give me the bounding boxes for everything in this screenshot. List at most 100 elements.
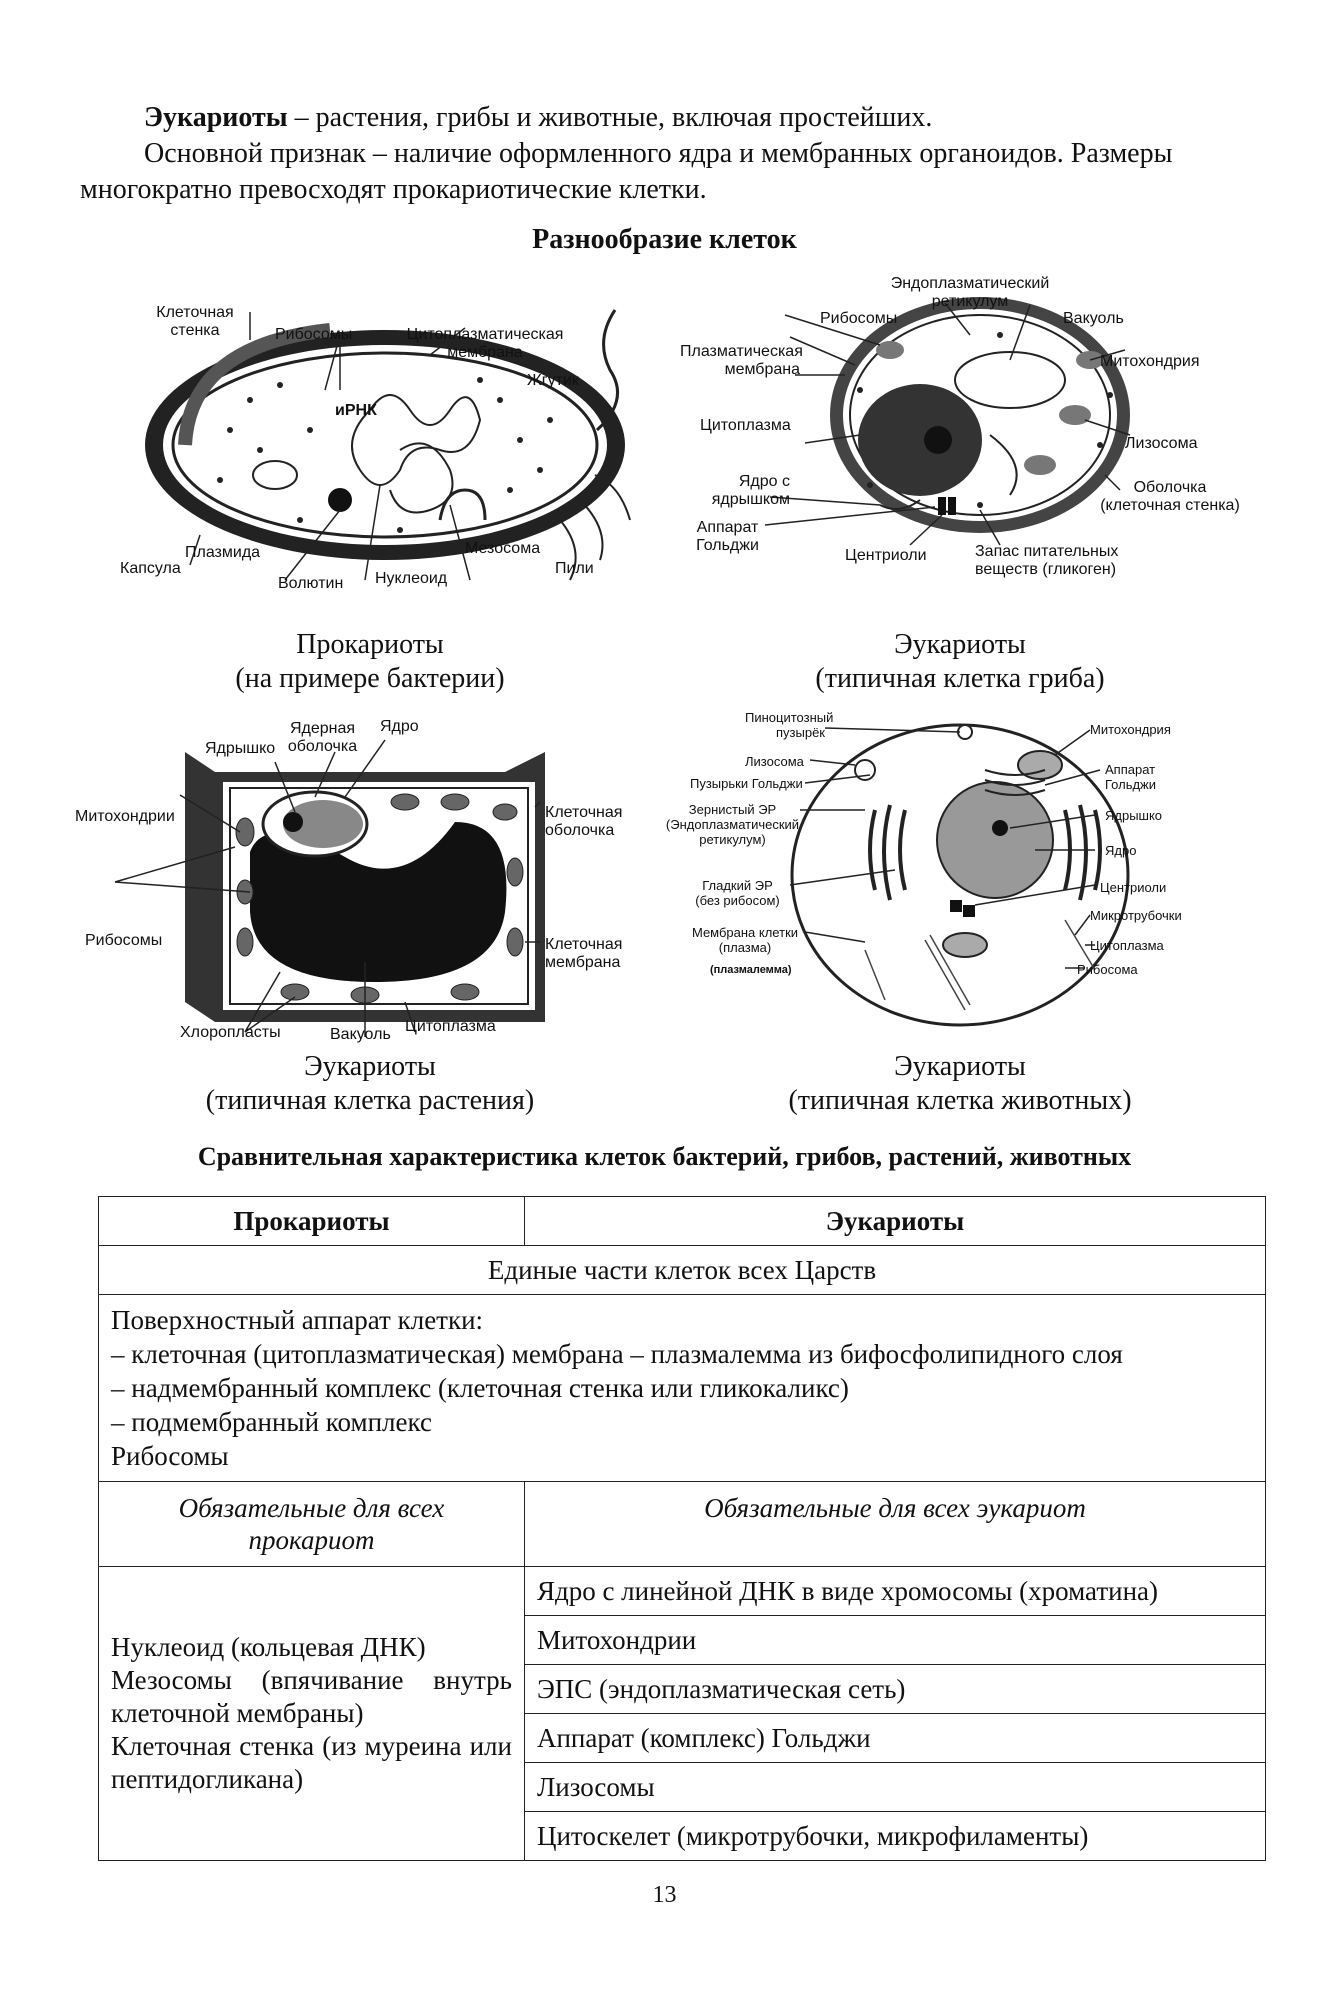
intro-term: Эукариоты [144, 102, 288, 133]
common-line: Поверхностный аппарат клетки: [111, 1303, 1253, 1337]
bacteria-caption: Прокариоты (на примере бактерии) [150, 628, 590, 696]
plant-label-cell-wall: Клеточная оболочка [545, 804, 630, 840]
bacteria-figure: Клеточная стенка Рибосомы Цитоплазматиче… [100, 290, 640, 600]
comparison-title: Сравнительная характеристика клеток бакт… [0, 1142, 1329, 1172]
animal-label-pinocytic: Пиноцитозный пузырёк [745, 710, 825, 740]
fungus-label-er: Эндоплазматический ретикулум [880, 275, 1060, 311]
bacteria-caption-title: Прокариоты [150, 628, 590, 662]
animal-label-golgi: Аппарат Гольджи [1105, 762, 1175, 792]
header-prokaryotes: Прокариоты [99, 1197, 525, 1246]
diversity-title: Разнообразие клеток [0, 224, 1329, 256]
animal-label-rough-er: Зернистый ЭР (Эндоплазматический ретикул… [665, 802, 800, 847]
eukaryote-feature: ЭПС (эндоплазматическая сеть) [524, 1665, 1265, 1714]
animal-label-cytoplasm: Цитоплазма [1090, 938, 1164, 953]
bacteria-caption-subtitle: (на примере бактерии) [150, 662, 590, 696]
header-eukaryotes: Эукариоты [524, 1197, 1265, 1246]
fungus-label-vacuole: Вакуоль [1063, 310, 1124, 328]
fungus-caption-title: Эукариоты [740, 628, 1180, 662]
animal-label-microtubules: Микротрубочки [1090, 908, 1182, 923]
plant-label-nucleus: Ядро [380, 718, 419, 736]
animal-label-nucleolus: Ядрышко [1105, 808, 1162, 823]
animal-caption-title: Эукариоты [740, 1050, 1180, 1084]
fungus-label-nucleus: Ядро с ядрышком [700, 473, 790, 509]
animal-label-membrane: Мембрана клетки (плазма) [690, 925, 800, 955]
table-header-row: Прокариоты Эукариоты [99, 1197, 1266, 1246]
mandatory-prokaryotes: Обязательные для всех прокариот [99, 1482, 525, 1567]
animal-label-mitochondria: Митохондрия [1090, 722, 1171, 737]
page-number: 13 [0, 1882, 1329, 1909]
intro-line3: многократно превосходят прокариотические… [80, 172, 1270, 208]
prokaryote-feature: Мезосомы (впячивание внутрь клеточной ме… [111, 1664, 512, 1730]
eukaryote-feature: Ядро с линейной ДНК в виде хромосомы (хр… [524, 1567, 1265, 1616]
prokaryote-feature: Клеточная стенка (из муреина или пептидо… [111, 1730, 512, 1796]
fungus-caption-subtitle: (типичная клетка гриба) [740, 662, 1180, 696]
bacteria-label-volutin: Волютин [278, 575, 343, 593]
bacteria-label-capsule: Капсула [120, 560, 181, 578]
intro-paragraph: Эукариоты – растения, грибы и животные, … [80, 100, 1270, 208]
plant-label-ribosomes: Рибосомы [85, 932, 162, 950]
animal-label-ribosome: Рибосома [1077, 962, 1138, 977]
fungus-figure: Эндоплазматический ретикулум Рибосомы Ва… [680, 275, 1240, 595]
animal-label-golgi-vesicles: Пузырьки Гольджи [690, 776, 803, 791]
animal-label-lysosome: Лизосома [745, 754, 804, 769]
plant-label-cell-membrane: Клеточная мембрана [545, 936, 630, 972]
eukaryote-feature: Цитоскелет (микротрубочки, микрофиламент… [524, 1812, 1265, 1861]
animal-label-plasmalemma: (плазмалемма) [710, 963, 792, 978]
fungus-label-mitochondria: Митохондрия [1100, 353, 1200, 371]
animal-figure: Пиноцитозный пузырёк Митохондрия Лизосом… [665, 710, 1225, 1040]
fungus-label-golgi: Аппарат Гольджи [690, 519, 765, 555]
bacteria-label-ribosomes: Рибосомы [275, 326, 352, 344]
plant-figure: Ядерная оболочка Ядро Ядрышко Митохондри… [75, 712, 655, 1042]
prokaryote-feature: Нуклеоид (кольцевая ДНК) [111, 1631, 512, 1664]
common-parts-cell: Поверхностный аппарат клетки: – клеточна… [99, 1295, 1266, 1482]
table-row: Обязательные для всех прокариот Обязател… [99, 1482, 1266, 1567]
table-row: Единые части клеток всех Царств [99, 1246, 1266, 1295]
fungus-label-cytoplasm: Цитоплазма [700, 417, 791, 435]
fungus-label-lysosome: Лизосома [1125, 435, 1197, 453]
fungus-label-envelope: Оболочка (клеточная стенка) [1100, 479, 1240, 515]
fungus-label-plasma-membrane: Плазматическая мембрана [680, 343, 800, 379]
bacteria-label-flagellum: Жгутик [527, 372, 579, 390]
bacteria-label-cell-wall: Клеточная стенка [155, 304, 235, 340]
comparison-table-wrap: Прокариоты Эукариоты Единые части клеток… [98, 1196, 1266, 1861]
common-line: – подмембранный комплекс [111, 1405, 1253, 1439]
plant-label-nucleolus: Ядрышко [205, 740, 275, 758]
animal-label-smooth-er: Гладкий ЭР (без рибосом) [690, 878, 785, 908]
common-line: Рибосомы [111, 1439, 1253, 1473]
plant-label-chloroplasts: Хлоропласты [180, 1024, 281, 1042]
fungus-label-ribosomes: Рибосомы [820, 310, 897, 328]
plant-label-nuclear-envelope: Ядерная оболочка [285, 720, 360, 756]
fungus-caption: Эукариоты (типичная клетка гриба) [740, 628, 1180, 696]
table-row: Поверхностный аппарат клетки: – клеточна… [99, 1295, 1266, 1482]
animal-caption: Эукариоты (типичная клетка животных) [740, 1050, 1180, 1118]
table-row: Нуклеоид (кольцевая ДНК) Мезосомы (впячи… [99, 1567, 1266, 1616]
plant-diagram [75, 712, 655, 1042]
bacteria-label-plasmid: Плазмида [185, 544, 260, 562]
animal-caption-subtitle: (типичная клетка животных) [740, 1084, 1180, 1118]
plant-caption-subtitle: (типичная клетка растения) [150, 1084, 590, 1118]
common-parts-title: Единые части клеток всех Царств [99, 1246, 1266, 1295]
bacteria-label-mesosome: Мезосома [465, 540, 540, 558]
animal-label-centrioles: Центриоли [1100, 880, 1166, 895]
bacteria-label-pili: Пили [555, 560, 594, 578]
eukaryote-feature: Лизосомы [524, 1763, 1265, 1812]
common-line: – надмембранный комплекс (клеточная стен… [111, 1371, 1253, 1405]
eukaryote-feature: Митохондрии [524, 1616, 1265, 1665]
eukaryote-feature: Аппарат (комплекс) Гольджи [524, 1714, 1265, 1763]
bacteria-label-cytoplasmic-membrane: Цитоплазматическая мембрана [405, 326, 565, 362]
bacteria-label-mrna: иРНК [335, 402, 377, 420]
intro-line1: – растения, грибы и животные, включая пр… [288, 102, 933, 133]
plant-label-mitochondria: Митохондрии [75, 808, 175, 826]
common-line: – клеточная (цитоплазматическая) мембран… [111, 1337, 1253, 1371]
prokaryote-features-cell: Нуклеоид (кольцевая ДНК) Мезосомы (впячи… [99, 1567, 525, 1861]
comparison-table: Прокариоты Эукариоты Единые части клеток… [98, 1196, 1266, 1861]
intro-line2: Основной признак – наличие оформленного … [80, 136, 1270, 172]
plant-caption-title: Эукариоты [150, 1050, 590, 1084]
fungus-label-reserve: Запас питательных веществ (гликоген) [975, 543, 1135, 579]
plant-label-vacuole: Вакуоль [330, 1026, 391, 1044]
bacteria-label-nucleoid: Нуклеоид [375, 570, 447, 588]
mandatory-eukaryotes: Обязательные для всех эукариот [524, 1482, 1265, 1567]
plant-label-cytoplasm: Цитоплазма [405, 1018, 496, 1036]
plant-caption: Эукариоты (типичная клетка растения) [150, 1050, 590, 1118]
animal-label-nucleus: Ядро [1105, 843, 1136, 858]
